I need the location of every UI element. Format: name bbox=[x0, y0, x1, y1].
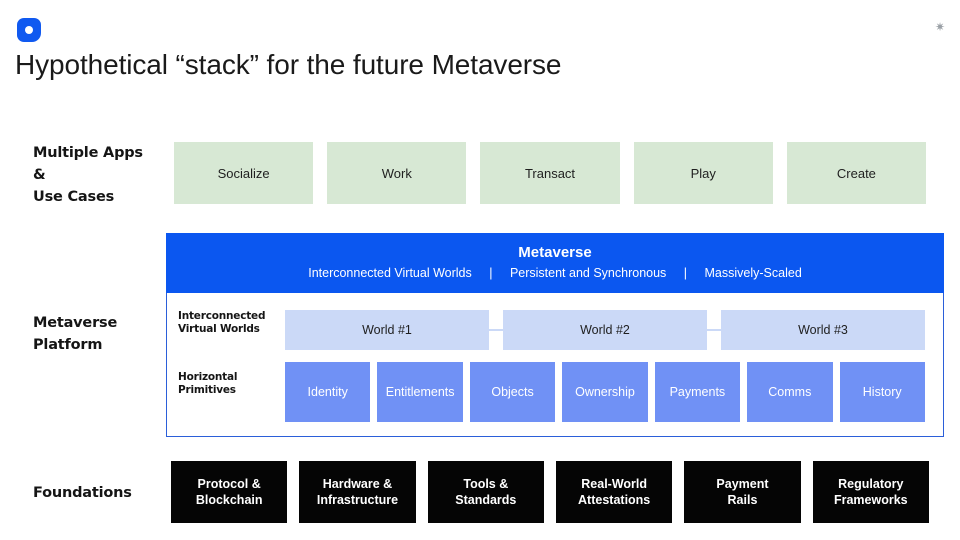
primitive-tile-ownership[interactable]: Ownership bbox=[562, 362, 648, 422]
sublabel-primitives-line-2: Primitives bbox=[178, 384, 236, 396]
primitives-row: Identity Entitlements Objects Ownership … bbox=[285, 362, 925, 422]
primitive-tile-identity[interactable]: Identity bbox=[285, 362, 371, 422]
foundation-tile-hardware-infrastructure[interactable]: Hardware & Infrastructure bbox=[299, 461, 416, 523]
row-label-apps-line-2: & bbox=[33, 167, 46, 183]
app-tile-work[interactable]: Work bbox=[327, 142, 467, 204]
metaverse-panel: World #1 World #2 World #3 Identity Enti… bbox=[271, 298, 939, 434]
app-tile-transact[interactable]: Transact bbox=[480, 142, 620, 204]
world-connector-2 bbox=[707, 329, 721, 331]
sublabel-horizontal-primitives: Horizontal Primitives bbox=[167, 371, 237, 397]
row-label-foundations: Foundations bbox=[33, 485, 132, 501]
row-label-apps-line-3: Use Cases bbox=[33, 189, 115, 205]
metaverse-platform-body: Interconnected Virtual Worlds Horizontal… bbox=[166, 293, 944, 437]
row-label-apps: Multiple Apps & Use Cases bbox=[33, 142, 143, 208]
apps-row-card: Socialize Work Transact Play Create bbox=[155, 129, 945, 217]
foundations-row-card: Protocol & Blockchain Hardware & Infrast… bbox=[155, 450, 945, 534]
metaverse-sublabel-column: Interconnected Virtual Worlds Horizontal… bbox=[167, 293, 271, 436]
foundation-tile-tools-standards[interactable]: Tools & Standards bbox=[427, 461, 544, 523]
foundation-tile-protocol-blockchain[interactable]: Protocol & Blockchain bbox=[171, 461, 288, 523]
world-connector-1 bbox=[489, 329, 503, 331]
world-tile-2[interactable]: World #2 bbox=[503, 310, 707, 350]
app-tile-create[interactable]: Create bbox=[786, 142, 927, 204]
app-logo-icon bbox=[17, 18, 41, 42]
foundation-tile-payment-rails[interactable]: Payment Rails bbox=[684, 461, 801, 523]
world-tile-1[interactable]: World #1 bbox=[285, 310, 489, 350]
row-label-platform: Metaverse Platform bbox=[33, 312, 117, 356]
primitive-tile-history[interactable]: History bbox=[839, 362, 925, 422]
sublabel-primitives-line-1: Horizontal bbox=[178, 371, 238, 383]
metaverse-banner: Metaverse Interconnected Virtual Worlds … bbox=[166, 233, 944, 293]
primitive-tile-entitlements[interactable]: Entitlements bbox=[377, 362, 463, 422]
page-title: Hypothetical “stack” for the future Meta… bbox=[15, 49, 562, 80]
sparkle-icon: ✷ bbox=[934, 20, 946, 34]
row-label-platform-line-1: Metaverse bbox=[33, 315, 118, 331]
foundation-tile-regulatory-frameworks[interactable]: Regulatory Frameworks bbox=[812, 461, 929, 523]
app-tile-socialize[interactable]: Socialize bbox=[174, 142, 314, 204]
foundation-tile-real-world-attestations[interactable]: Real-World Attestations bbox=[555, 461, 673, 523]
metaverse-attribute-separator-1: | bbox=[489, 266, 493, 280]
app-tile-play[interactable]: Play bbox=[633, 142, 773, 204]
row-label-platform-line-2: Platform bbox=[33, 337, 103, 353]
metaverse-attribute-1: Interconnected Virtual Worlds bbox=[308, 266, 472, 280]
world-tile-3[interactable]: World #3 bbox=[721, 310, 925, 350]
metaverse-attribute-2: Persistent and Synchronous bbox=[509, 266, 667, 280]
primitive-tile-objects[interactable]: Objects bbox=[469, 362, 556, 422]
metaverse-attribute-3: Massively-Scaled bbox=[704, 266, 802, 280]
sublabel-worlds-line-2: Virtual Worlds bbox=[178, 323, 260, 335]
metaverse-attribute-separator-2: | bbox=[683, 266, 688, 280]
sublabel-worlds-line-1: Interconnected bbox=[178, 310, 266, 322]
app-logo-inner-circle bbox=[25, 26, 33, 34]
metaverse-banner-attributes: Interconnected Virtual Worlds | Persiste… bbox=[308, 263, 802, 283]
worlds-row: World #1 World #2 World #3 bbox=[285, 310, 925, 350]
primitive-tile-comms[interactable]: Comms bbox=[747, 362, 833, 422]
sublabel-interconnected-virtual-worlds: Interconnected Virtual Worlds bbox=[167, 310, 265, 336]
row-label-apps-line-1: Multiple Apps bbox=[33, 145, 143, 161]
metaverse-banner-title: Metaverse bbox=[518, 244, 592, 261]
primitive-tile-payments[interactable]: Payments bbox=[654, 362, 741, 422]
